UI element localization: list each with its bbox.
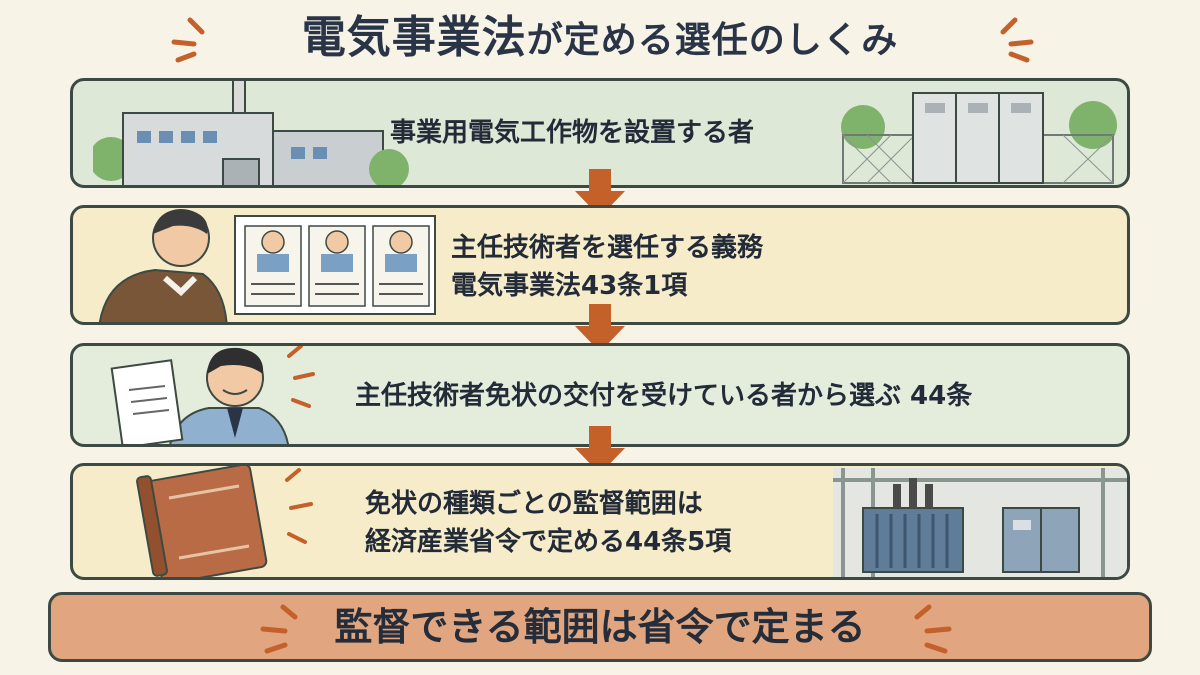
down-arrow-icon	[575, 169, 625, 217]
transformer-icon	[833, 468, 1127, 577]
step-4-box: 免状の種類ごとの監督範囲は 経済産業省令で定める44条5項	[70, 463, 1130, 580]
substation-icon	[841, 92, 1117, 184]
step-2-box: 主任技術者を選任する義務 電気事業法43条1項	[70, 205, 1130, 325]
factory-icon	[93, 81, 409, 185]
down-arrow-icon	[575, 426, 625, 474]
page-title: 電気事業法が定める選任のしくみ	[0, 6, 1200, 70]
step-3-text: 主任技術者免状の交付を受けている者から選ぶ 44条	[355, 381, 973, 411]
step-1-box: 事業用電気工作物を設置する者	[70, 78, 1130, 188]
conclusion-text: 監督できる範囲は省令で定まる	[334, 605, 866, 649]
title-main: 電気事業法	[301, 12, 527, 63]
step-2-line-1: 主任技術者を選任する義務	[451, 233, 764, 263]
title-sub: が定める選任のしくみ	[526, 20, 899, 61]
conclusion-accent-right-icon	[914, 604, 952, 654]
conclusion-box: 監督できる範囲は省令で定まる	[48, 592, 1152, 662]
down-arrow-icon	[575, 304, 625, 352]
step-4-line-1: 免状の種類ごとの監督範囲は	[365, 489, 703, 519]
law-book-icon	[136, 466, 313, 577]
title-accent-right-icon	[1000, 17, 1034, 63]
engineer-with-license-icon	[110, 346, 315, 444]
step-1-text: 事業用電気工作物を設置する者	[390, 118, 755, 148]
manager-reviewing-icon	[98, 209, 436, 322]
step-4-line-2: 経済産業省令で定める44条5項	[365, 527, 732, 557]
conclusion-accent-left-icon	[260, 604, 298, 654]
step-2-line-2: 電気事業法43条1項	[451, 271, 688, 301]
title-accent-left-icon	[171, 17, 205, 63]
